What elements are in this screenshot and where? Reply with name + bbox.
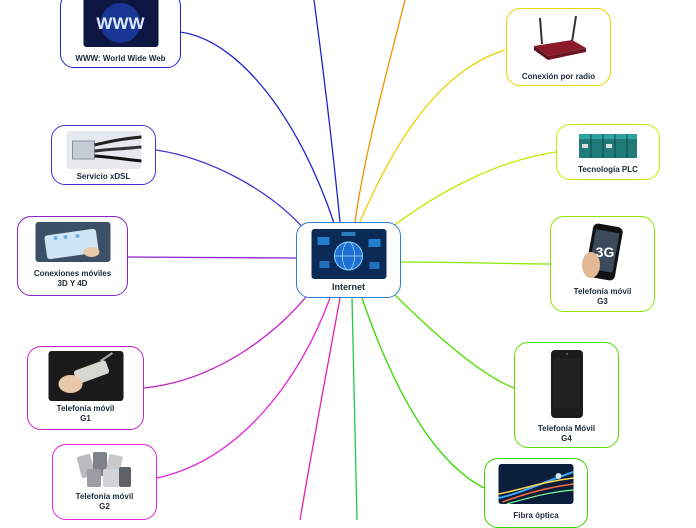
link-bottom-green bbox=[351, 297, 358, 520]
www-icon: WWW bbox=[83, 0, 158, 47]
svg-text:WWW: WWW bbox=[96, 14, 145, 33]
link-bottom-pink bbox=[299, 297, 341, 520]
node-label-fibra: Fibra óptica bbox=[513, 511, 559, 520]
link-www bbox=[179, 31, 336, 227]
router-icon bbox=[527, 14, 590, 66]
link-top-blue bbox=[313, 0, 341, 223]
node-label-g4: Telefonía Móvil G4 bbox=[537, 424, 596, 443]
link-movil3d4d bbox=[126, 256, 298, 259]
link-radio bbox=[359, 49, 506, 223]
phones-pile-icon bbox=[74, 449, 135, 491]
node-label-g3: Telefonía móvil G3 bbox=[573, 287, 632, 306]
node-xdsl[interactable]: Servicio xDSL bbox=[51, 125, 156, 185]
node-g3[interactable]: 3G Telefonía móvil G3 bbox=[550, 216, 655, 312]
link-g4 bbox=[389, 289, 515, 389]
touch-device-icon bbox=[35, 222, 110, 262]
link-xdsl bbox=[155, 149, 306, 231]
node-label-g1: Telefonía móvil G1 bbox=[56, 404, 115, 423]
link-g3 bbox=[399, 261, 551, 265]
node-plc[interactable]: Tecnología PLC bbox=[556, 124, 660, 180]
node-g1[interactable]: Telefonía móvil G1 bbox=[27, 346, 144, 430]
center-node-internet[interactable]: Internet bbox=[296, 222, 401, 298]
node-label-plc: Tecnología PLC bbox=[578, 165, 638, 174]
smartphone-3g-icon: 3G bbox=[572, 221, 633, 283]
node-fibra[interactable]: Fibra óptica bbox=[484, 458, 588, 528]
cable-connector-icon bbox=[66, 131, 141, 169]
globe-network-icon bbox=[311, 229, 386, 279]
node-www[interactable]: WWW WWW: World Wide Web bbox=[60, 0, 181, 68]
link-fibra bbox=[361, 297, 485, 489]
link-g1 bbox=[143, 291, 311, 389]
link-g2 bbox=[156, 297, 331, 479]
center-node-label: Internet bbox=[331, 282, 365, 292]
fiber-optic-icon bbox=[498, 464, 574, 504]
node-label-www: WWW: World Wide Web bbox=[75, 54, 166, 63]
link-top-orange bbox=[354, 0, 406, 223]
brick-phone-icon bbox=[48, 351, 123, 401]
node-radio[interactable]: Conexión por radio bbox=[506, 8, 611, 86]
smartphone-icon bbox=[546, 348, 587, 420]
link-plc bbox=[387, 151, 557, 231]
node-g4[interactable]: Telefonía Móvil G4 bbox=[514, 342, 619, 448]
node-label-g2: Telefonía móvil G2 bbox=[75, 492, 134, 511]
plc-module-icon bbox=[577, 128, 639, 162]
node-label-radio: Conexión por radio bbox=[521, 72, 596, 81]
node-g2[interactable]: Telefonía móvil G2 bbox=[52, 444, 157, 520]
node-movil3d4d[interactable]: Conexiones móviles 3D Y 4D bbox=[17, 216, 128, 296]
node-label-movil3d4d: Conexiones móviles 3D Y 4D bbox=[33, 269, 112, 288]
node-label-xdsl: Servicio xDSL bbox=[76, 172, 131, 181]
svg-text:3G: 3G bbox=[595, 244, 614, 260]
